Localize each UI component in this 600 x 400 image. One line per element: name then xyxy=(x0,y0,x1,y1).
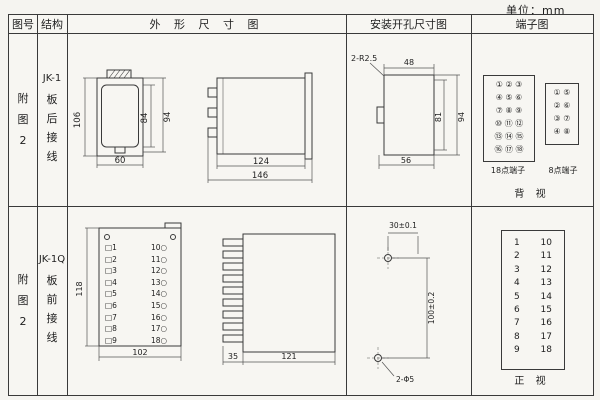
dim-102: 102 xyxy=(132,348,147,357)
front-terminal-left-numbers: □1 □2 □3 □4 □5 □6 □7 □8 □9 xyxy=(105,243,117,345)
dim-35: 35 xyxy=(228,352,238,361)
header-terminal-diagram: 端子图 xyxy=(515,18,549,31)
terminal-list-left: 1 2 3 4 5 6 7 8 9 xyxy=(514,238,520,356)
row1-fig-label: 附 图 2 xyxy=(17,92,29,147)
dim-60: 60 xyxy=(115,156,126,166)
dim-146: 146 xyxy=(252,171,268,181)
dim-124: 124 xyxy=(253,157,269,167)
terminal-block-18: ① ② ③ ④ ⑤ ⑥ ⑦ ⑧ ⑨ ⑩ ⑪ ⑫ ⑬ ⑭ ⑮ ⑯ ⑰ ⑱ xyxy=(483,75,535,162)
dimension-lines xyxy=(83,77,313,183)
row1-mounting-cell: 2-R2.5 48 81 94 56 xyxy=(346,33,471,206)
terminal-block-8: ① ⑤ ② ⑥ ③ ⑦ ④ ⑧ xyxy=(545,83,579,145)
front-view-label: 正 视 xyxy=(514,376,550,387)
row2-structure: JK-1Q 板 前 接 线 xyxy=(37,206,67,395)
grid-line xyxy=(346,15,347,395)
board-front-view xyxy=(98,222,182,347)
dim-94: 94 xyxy=(457,112,466,122)
dimension-lines xyxy=(381,232,430,377)
unit-label: 单位：mm xyxy=(506,4,566,17)
dimension-labels: 30±0.1 100±0.2 2-Φ5 xyxy=(389,221,436,384)
header-outline-dims: 外 形 尺 寸 图 xyxy=(149,18,264,31)
center-lines xyxy=(367,247,399,369)
grid-line xyxy=(9,33,593,34)
row1-terminal-cell: ① ② ③ ④ ⑤ ⑥ ⑦ ⑧ ⑨ ⑩ ⑪ ⑫ ⑬ ⑭ ⑮ ⑯ ⑰ ⑱ ① ⑤ … xyxy=(471,33,593,206)
front-terminal-right-numbers: 10○ 11○ 12○ 13○ 14○ 15○ 16○ 17○ 18○ xyxy=(151,243,168,345)
row2-terminal-cell: 1 2 3 4 5 6 7 8 9 10 11 12 13 14 15 16 1… xyxy=(471,206,593,395)
dim-30: 30±0.1 xyxy=(389,221,417,230)
mounting-holes xyxy=(374,254,392,362)
header-structure: 结构 xyxy=(41,18,63,31)
dim-56: 56 xyxy=(401,156,411,165)
dim-121: 121 xyxy=(281,352,296,361)
header-fig-no: 图号 xyxy=(12,18,34,31)
drawing-table: 图号 结构 外 形 尺 寸 图 安装开孔尺寸图 端子图 附 图 2 JK-1 板… xyxy=(8,14,594,396)
terminal-8-label: 8点端子 xyxy=(548,166,578,175)
dim-48: 48 xyxy=(404,58,414,67)
row2-wiring-label: 板 前 接 线 xyxy=(46,274,58,344)
dimension-labels: 2-R2.5 48 81 94 56 xyxy=(351,54,466,165)
rear-view-label: 背 视 xyxy=(514,189,550,200)
row1-wiring-label: 板 后 接 线 xyxy=(46,93,58,163)
dimension-labels: 118 102 35 121 xyxy=(75,281,297,361)
row1-outline-cell: 106 84 94 60 124 146 xyxy=(67,33,346,206)
terminal-list-right: 10 11 12 13 14 15 16 17 18 xyxy=(540,238,552,356)
terminal-list-box: 1 2 3 4 5 6 7 8 9 10 11 12 13 14 15 16 1… xyxy=(501,230,565,370)
terminal-18-label: 18点端子 xyxy=(490,166,526,175)
cutout-outline xyxy=(376,74,435,156)
dimension-labels: 106 84 94 60 124 146 xyxy=(73,112,269,181)
row2-mounting-cell: 30±0.1 100±0.2 2-Φ5 xyxy=(346,206,471,395)
dim-81: 81 xyxy=(434,112,443,122)
radius-note: 2-R2.5 xyxy=(351,54,377,63)
row1-model-label: JK-1 xyxy=(42,73,62,84)
dim-84: 84 xyxy=(140,113,150,124)
row1-mounting-drawing: 2-R2.5 48 81 94 56 xyxy=(351,54,466,169)
row2-fig-no: 附 图 2 xyxy=(9,206,37,395)
board-side-view xyxy=(222,233,336,353)
row2-mounting-drawing: 30±0.1 100±0.2 2-Φ5 xyxy=(367,221,436,384)
row2-fig-label: 附 图 2 xyxy=(17,273,29,328)
dimension-lines xyxy=(85,227,336,365)
grid-line xyxy=(471,15,472,395)
row2-model-label: JK-1Q xyxy=(38,254,66,265)
dim-106: 106 xyxy=(73,112,83,128)
row2-outline-cell: 118 102 35 121 □1 □2 □3 □4 □5 □6 □7 □8 □… xyxy=(67,206,346,395)
grid-line xyxy=(37,15,38,395)
dimension-lines xyxy=(369,62,460,169)
header-mounting-dims: 安装开孔尺寸图 xyxy=(370,18,447,31)
hole-note: 2-Φ5 xyxy=(396,375,414,384)
row2-outline-drawing: 118 102 35 121 xyxy=(75,222,336,365)
relay-side-view xyxy=(207,72,313,160)
grid-line xyxy=(9,206,593,207)
dim-94: 94 xyxy=(163,112,173,123)
row1-structure: JK-1 板 后 接 线 xyxy=(37,33,67,206)
grid-line xyxy=(67,15,68,395)
dim-100: 100±0.2 xyxy=(427,292,436,325)
dim-118: 118 xyxy=(75,281,84,296)
row1-outline-drawing: 106 84 94 60 124 146 xyxy=(73,69,313,183)
row1-fig-no: 附 图 2 xyxy=(9,33,37,206)
relay-front-view xyxy=(96,69,144,157)
